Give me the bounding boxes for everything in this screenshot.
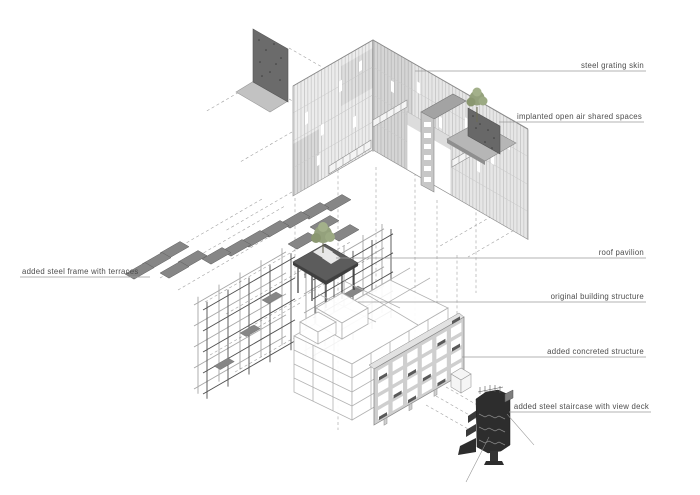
label-added-staircase: added steel staircase with view deck bbox=[509, 402, 651, 413]
implanted-spaces-drawing bbox=[446, 87, 517, 165]
label-text: added steel frame with terraces bbox=[22, 267, 139, 276]
grating-side-panel bbox=[235, 28, 289, 113]
label-original-building: original building structure bbox=[358, 292, 646, 303]
label-added-concreted: added concreted structure bbox=[462, 347, 646, 358]
label-roof-pavilion: roof pavilion bbox=[336, 248, 646, 259]
grating-stairs bbox=[328, 99, 479, 175]
label-text: steel grating skin bbox=[581, 61, 644, 70]
label-text: added steel staircase with view deck bbox=[514, 402, 649, 411]
roof-pavilion-drawing bbox=[292, 222, 359, 308]
label-text: implanted open air shared spaces bbox=[517, 112, 642, 121]
tree-icon bbox=[466, 87, 488, 122]
staircase-tower-drawing bbox=[450, 367, 535, 483]
label-text: original building structure bbox=[551, 292, 644, 301]
concrete-lattice-drawing bbox=[368, 312, 465, 426]
label-text: added concreted structure bbox=[547, 347, 644, 356]
label-added-steel-frame: added steel frame with terraces bbox=[20, 267, 150, 278]
building-penthouse bbox=[299, 292, 369, 345]
labels: steel grating skin implanted open air sh… bbox=[20, 61, 651, 413]
label-steel-grating-skin: steel grating skin bbox=[415, 61, 646, 72]
grating-walkway-strip bbox=[420, 93, 467, 193]
tree-icon bbox=[311, 222, 335, 253]
label-text: roof pavilion bbox=[599, 248, 644, 257]
small-cube bbox=[450, 367, 472, 394]
label-implanted-spaces: implanted open air shared spaces bbox=[499, 112, 644, 123]
